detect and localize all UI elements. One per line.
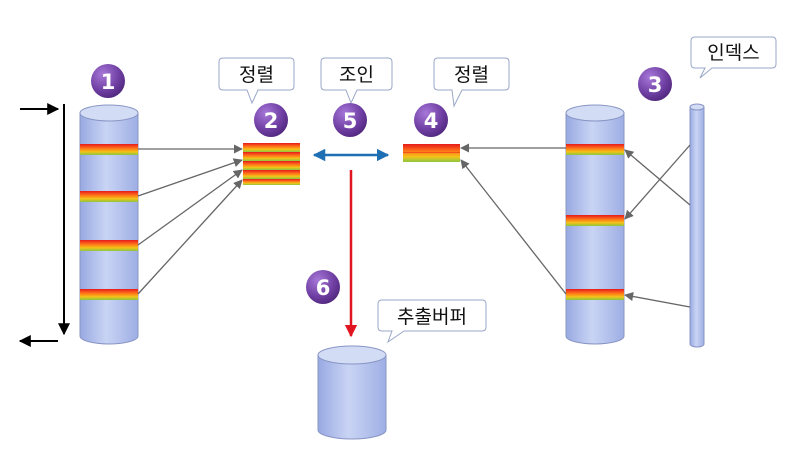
callout-join: 조인: [320, 57, 393, 105]
index-column: [689, 103, 705, 348]
right-row-band-1: [566, 144, 624, 155]
sort-left-label: 정렬: [239, 64, 274, 86]
svg-text:4: 4: [424, 109, 439, 133]
left-row-band-4: [80, 289, 138, 300]
left-table-cylinder: [79, 104, 139, 345]
output-buffer-cylinder: [317, 345, 387, 440]
step-badge-4: 4: [414, 103, 448, 137]
step-badge-1: 1: [91, 64, 125, 98]
svg-text:6: 6: [316, 276, 331, 300]
output-buffer-label: 추출버퍼: [397, 306, 467, 328]
svg-text:3: 3: [648, 73, 663, 97]
index-label: 인덱스: [707, 42, 759, 64]
sort-right-label: 정렬: [454, 64, 489, 86]
callout-index: 인덱스: [690, 36, 777, 79]
step-badge-2: 2: [254, 103, 288, 137]
step-badge-6: 6: [306, 270, 340, 304]
right-table-cylinder: [565, 104, 625, 345]
step-badge-3: 3: [638, 67, 672, 101]
svg-text:2: 2: [264, 109, 279, 133]
right-row-band-3: [566, 289, 624, 300]
left-to-sort-arrows: [137, 144, 243, 295]
callout-sort-left: 정렬: [218, 57, 295, 105]
full-scan-indicator: [18, 103, 70, 347]
callout-output-buffer: 추출버퍼: [377, 299, 487, 344]
step-badge-5: 5: [333, 103, 367, 137]
svg-text:5: 5: [343, 109, 358, 133]
left-row-band-2: [80, 191, 138, 202]
left-row-band-3: [80, 240, 138, 251]
join-label: 조인: [339, 64, 374, 86]
left-sort-buffer: [243, 143, 300, 185]
right-to-sort-arrows: [460, 143, 567, 295]
right-row-band-2: [566, 215, 624, 226]
callout-sort-right: 정렬: [433, 57, 510, 108]
index-to-table-arrows: [624, 144, 691, 308]
svg-text:1: 1: [101, 70, 116, 94]
left-row-band-1: [80, 144, 138, 155]
